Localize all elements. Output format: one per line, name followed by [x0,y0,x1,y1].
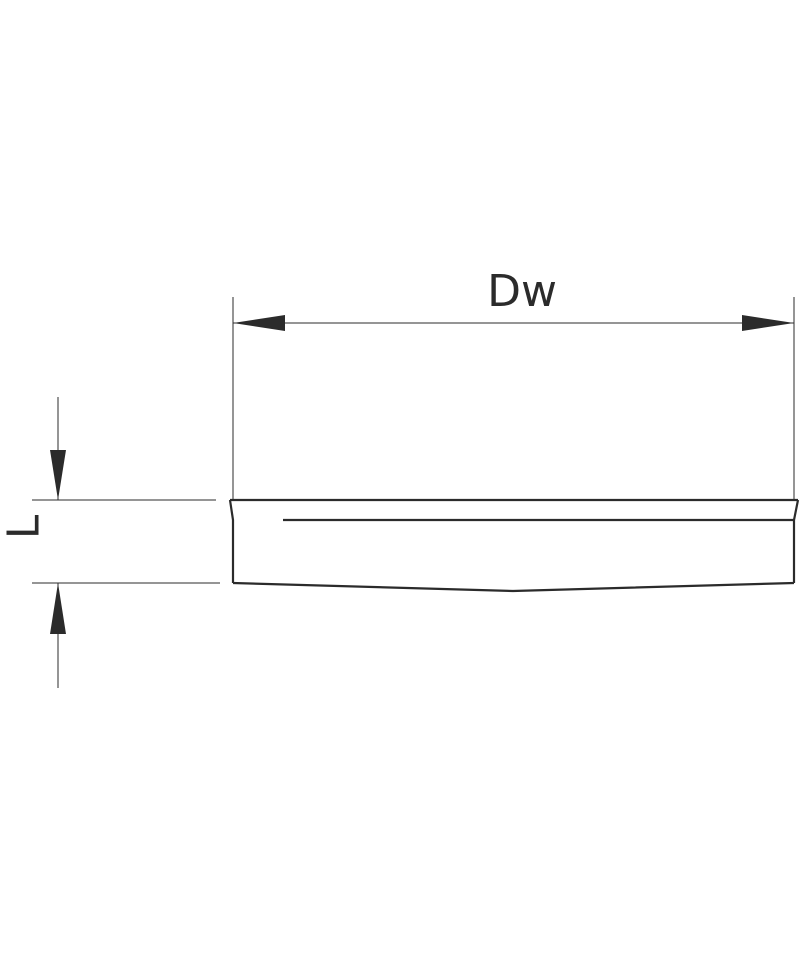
height-dimension: L [0,397,220,688]
part-bottom-edge [232,581,795,593]
width-dimension: Dw [232,266,795,500]
width-arrowhead-left [233,315,285,331]
width-label: Dw [487,266,557,317]
height-arrowhead-bottom [50,583,66,634]
part-left-edge [228,499,235,583]
height-label: L [0,514,50,539]
width-arrowhead-right [742,315,794,331]
height-arrowhead-top [50,450,66,500]
part-right-edge [792,499,800,583]
part-profile [228,498,800,593]
